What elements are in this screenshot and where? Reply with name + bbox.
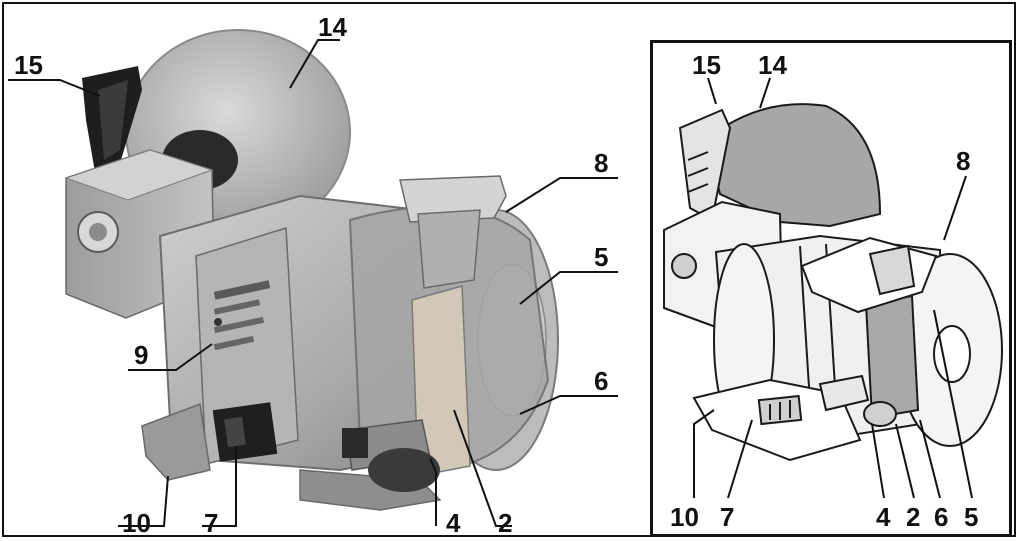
left-label-14: 14 [318,12,347,42]
left-label-15: 15 [14,50,43,80]
left-leader-lines [8,39,618,527]
on-off-switch [212,402,278,462]
base-foot [141,402,211,481]
left-label-8: 8 [594,148,608,178]
line-stone-face [864,294,920,420]
left-label-7: 7 [204,508,218,538]
right-label-15: 15 [692,50,721,80]
left-label-2: 2 [498,508,512,538]
left-label-9: 9 [134,340,148,370]
right-leader-lines [693,77,973,499]
right-label-7: 7 [720,502,734,532]
line-tool-rest [818,374,870,412]
grinder-photo [64,29,559,511]
left-label-4: 4 [446,508,461,538]
line-drawing-frame [650,40,1012,537]
right-label-10: 10 [670,502,699,532]
left-label-6: 6 [594,366,608,396]
line-water-wheel [704,103,882,228]
right-label-2: 2 [906,502,920,532]
left-label-5: 5 [594,242,608,272]
line-bracket [678,108,732,222]
front-panel [195,226,299,465]
right-label-4: 4 [876,502,891,532]
grinder-line-drawing [663,103,1003,462]
right-label-8: 8 [956,146,970,176]
right-label-14: 14 [758,50,787,80]
right-label-6: 6 [934,502,948,532]
left-label-10: 10 [122,508,151,538]
grinding-stone-face [411,285,471,477]
right-label-5: 5 [964,502,978,532]
